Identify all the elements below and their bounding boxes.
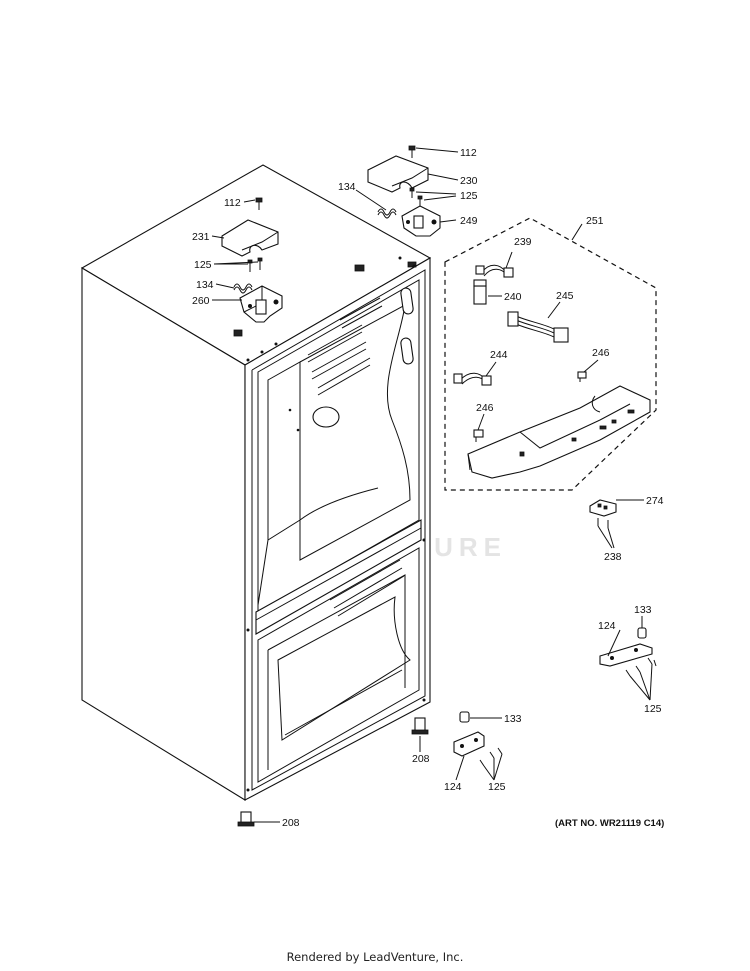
callout-260: 260: [192, 295, 210, 307]
callout-251: 251: [586, 215, 604, 227]
screw-112-icon: [408, 145, 416, 158]
leveling-leg-208-icon: [411, 717, 429, 735]
refrigerator-cabinet: [80, 164, 432, 801]
air-vent: [312, 406, 340, 428]
part-274-group: [589, 499, 617, 528]
footer-credit: Rendered by LeadVenture, Inc.: [286, 950, 464, 964]
callout-134-top-left: 134: [196, 279, 214, 291]
callout-274: 274: [646, 495, 664, 507]
hinge-249-icon: [401, 205, 441, 237]
callout-245: 245: [556, 290, 574, 302]
callout-238: 238: [604, 551, 622, 563]
callout-246-right: 246: [592, 347, 610, 359]
bushing-133-icon: [459, 711, 470, 723]
right-hinge-assembly: [367, 145, 441, 237]
hinge-260-icon: [239, 285, 283, 323]
screws-125-icon: [247, 257, 263, 272]
callout-125-right: 125: [644, 703, 662, 715]
callout-208-front: 208: [412, 753, 430, 765]
wire-harness-244-icon: [453, 372, 492, 386]
cabinet-front: [244, 257, 431, 801]
callout-239: 239: [514, 236, 532, 248]
callout-124-right: 124: [598, 620, 616, 632]
spring-134-icon: [377, 208, 397, 219]
mullion: [255, 519, 422, 635]
callout-133-right: 133: [634, 604, 652, 616]
callout-labels: 112 230 134 125 249 112 231 125 134 260 …: [192, 147, 664, 829]
callout-134-top-right: 134: [338, 181, 356, 193]
screws-125-icon: [625, 657, 657, 677]
callout-231: 231: [192, 231, 210, 243]
fresh-food-opening: [257, 279, 420, 613]
leveling-leg-208-icon: [237, 811, 255, 827]
callout-124-bottom: 124: [444, 781, 462, 793]
spring-134-icon: [233, 283, 253, 294]
callout-249: 249: [460, 215, 478, 227]
switch-246-icon: [577, 371, 587, 382]
callout-240: 240: [504, 291, 522, 303]
screw-112-icon: [255, 197, 263, 210]
leader-lines: [211, 147, 653, 823]
art-number: (ART NO. WR21119 C14): [555, 818, 664, 829]
bracket-274-icon: [589, 499, 617, 517]
callout-246-left: 246: [476, 402, 494, 414]
control-housing-icon: [467, 385, 651, 479]
callout-112-top-right: 112: [460, 147, 477, 159]
hinge-plate-124-icon: [599, 643, 653, 667]
hinge-cover-230: [367, 155, 429, 193]
callout-244: 244: [490, 349, 508, 361]
wire-harness-245-icon: [507, 311, 569, 343]
shelf-rails: [307, 297, 383, 396]
hinge-plate-124-icon: [453, 731, 485, 757]
callout-125-top-right: 125: [460, 190, 478, 202]
screws-125-icon: [479, 747, 503, 767]
callout-133-bottom: 133: [504, 713, 522, 725]
screws-125-icon: [409, 187, 423, 206]
lower-center-hinge-group: [453, 711, 503, 767]
hinge-hole: [233, 329, 243, 337]
callout-230: 230: [460, 175, 478, 187]
kit-251: [444, 217, 657, 491]
module-240-icon: [473, 279, 487, 305]
wire-harness-239-icon: [475, 264, 514, 278]
callout-125-bottom: 125: [488, 781, 506, 793]
freezer-opening: [257, 547, 420, 783]
callout-125-top-left: 125: [194, 259, 212, 271]
hinge-cover-231: [221, 219, 279, 257]
kit-boundary: [444, 217, 657, 491]
callout-208-rear: 208: [282, 817, 300, 829]
lower-right-hinge-group: [599, 627, 657, 677]
left-hinge-assembly: [221, 197, 283, 323]
bushing-133-icon: [637, 627, 647, 639]
callout-112-top-left: 112: [224, 197, 241, 209]
switch-246-icon: [473, 429, 484, 442]
